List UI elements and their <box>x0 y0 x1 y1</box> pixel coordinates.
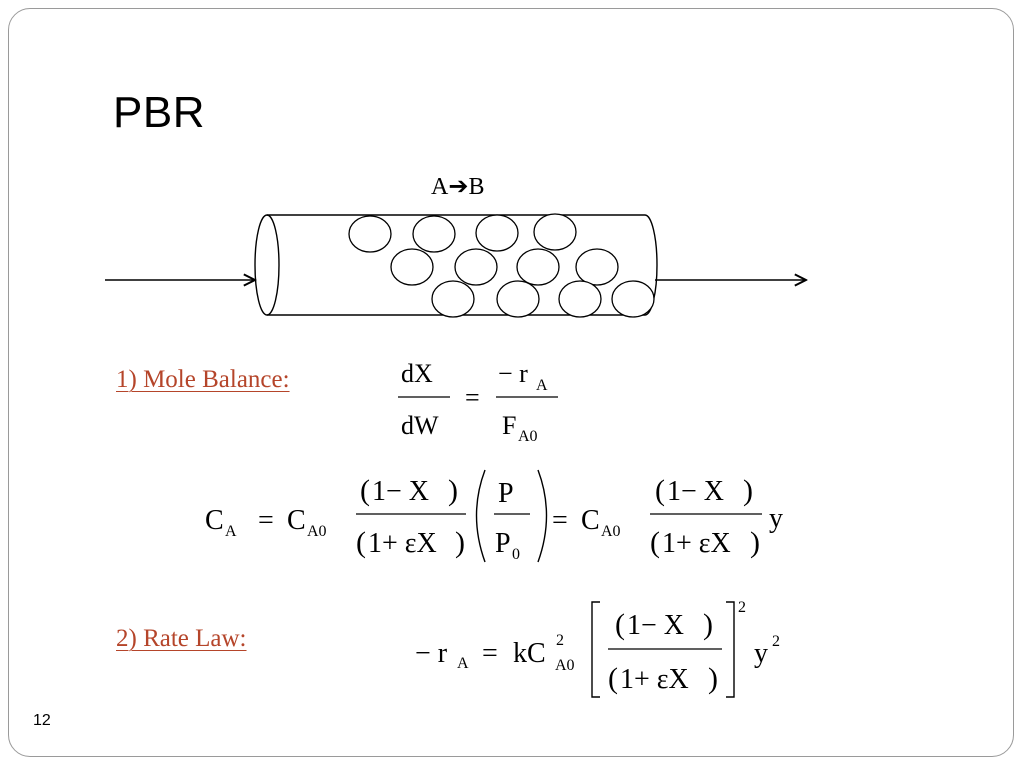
paren-open: ( <box>650 526 660 559</box>
paren-close: ) <box>708 662 718 695</box>
mole-balance-equation: dX dW = − r A F A0 <box>398 359 558 445</box>
product-label: B <box>468 174 485 200</box>
ra-subscript: A <box>457 655 469 672</box>
dw-text: dW <box>401 411 439 440</box>
rate-law-label: 2) Rate Law: <box>116 625 247 652</box>
equals-sign-2: = <box>552 505 568 536</box>
fa0-text: F <box>502 411 516 440</box>
y-text: y <box>754 638 768 669</box>
ca0-subscript: A0 <box>555 657 575 674</box>
ca0-squared-superscript: 2 <box>556 632 564 649</box>
paren-close: ) <box>448 474 458 507</box>
dx-text: dX <box>401 359 433 388</box>
paren-close: ) <box>703 608 713 641</box>
neg-ra-text: − r <box>498 359 528 388</box>
p0-text: P <box>495 528 511 559</box>
denominator: 1+ εX <box>620 664 689 695</box>
reactant-label: A <box>431 174 449 200</box>
y-squared-superscript: 2 <box>772 633 780 650</box>
denominator-2: 1+ εX <box>662 528 731 559</box>
reactor-diagram <box>105 213 820 318</box>
equals-sign: = <box>482 638 498 669</box>
numerator-2: 1− X <box>667 476 724 507</box>
kca0-text: kC <box>513 638 546 669</box>
slide-number: 12 <box>33 712 51 729</box>
paren-open: ( <box>360 474 370 507</box>
concentration-equation: C A = C A0 ( 1− X ) ( 1+ εX ) P P 0 = C … <box>205 469 783 563</box>
paren-close: ) <box>743 474 753 507</box>
denominator-1: 1+ εX <box>368 528 437 559</box>
numerator: 1− X <box>627 610 684 641</box>
slide-title: PBR <box>113 88 205 137</box>
reaction-label: A➔B <box>431 172 484 201</box>
paren-open: ( <box>608 662 618 695</box>
ca0-text: C <box>287 505 306 536</box>
y-text: y <box>769 503 783 534</box>
equals-sign-1: = <box>258 505 274 536</box>
ca-text: C <box>205 505 224 536</box>
ca0-subscript-2: A0 <box>601 523 621 540</box>
p0-subscript: 0 <box>512 546 520 563</box>
bracket-superscript: 2 <box>738 599 746 616</box>
paren-close: ) <box>455 526 465 559</box>
ra-subscript: A <box>536 377 548 394</box>
slide-frame <box>8 8 1014 757</box>
ca0-subscript: A0 <box>307 523 327 540</box>
p-text: P <box>498 478 514 509</box>
fa0-subscript: A0 <box>518 428 538 445</box>
mole-balance-label: 1) Mole Balance: <box>116 366 290 393</box>
numerator-1: 1− X <box>372 476 429 507</box>
paren-open: ( <box>655 474 665 507</box>
rate-law-equation: − r A = kC 2 A0 ( 1− X ) ( 1+ εX ) 2 y 2 <box>415 599 780 698</box>
equals-sign: = <box>465 383 480 412</box>
neg-ra-text: − r <box>415 638 448 669</box>
catalyst-pellets <box>348 213 655 318</box>
ca0-text-2: C <box>581 505 600 536</box>
paren-close: ) <box>750 526 760 559</box>
reaction-arrow-icon: ➔ <box>448 172 469 200</box>
paren-open: ( <box>356 526 366 559</box>
paren-open: ( <box>615 608 625 641</box>
ca-subscript: A <box>225 523 237 540</box>
